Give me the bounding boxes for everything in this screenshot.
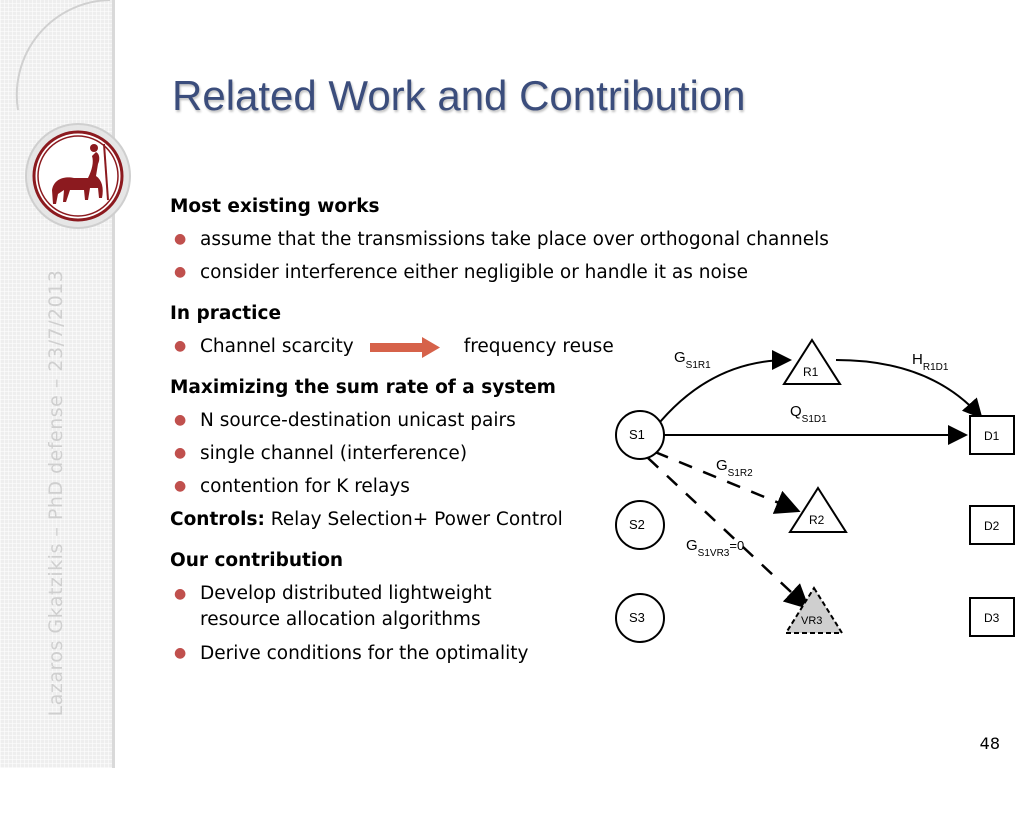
list-item: ●contention for K relays: [170, 470, 640, 503]
edge-r1-d1: [835, 359, 983, 419]
gain-label-s1r2: GS1R2: [716, 457, 753, 479]
source-node: [615, 593, 665, 643]
list-item: ●consider interference either negligible…: [170, 256, 748, 289]
bullet-icon: ●: [174, 586, 187, 602]
relay-label: VR3: [801, 615, 822, 627]
destination-label: D2: [984, 519, 1000, 533]
list-item: ●assume that the transmissions take plac…: [170, 223, 829, 256]
gain-label-s1d1: QS1D1: [790, 403, 827, 425]
contribution-heading: Our contribution: [170, 550, 344, 571]
destination-label: D3: [984, 611, 1000, 625]
university-logo: [25, 123, 131, 229]
list-item: ●Derive conditions for the optimality: [170, 637, 640, 670]
list-item: ●single channel (interference): [170, 437, 640, 470]
gain-label-s1r1: GS1R1: [674, 349, 711, 371]
bullet-icon: ●: [174, 645, 187, 661]
bullet-icon: ●: [174, 264, 187, 280]
relay-label: R2: [809, 513, 825, 527]
list-item: ●N source-destination unicast pairs: [170, 404, 640, 437]
relay-label: R1: [803, 365, 819, 379]
bullet-icon: ●: [174, 478, 187, 494]
relay-network-diagram: S1 S2 S3 R1 R2 VR3 D1 D2 D3 GS1R1 HR1D1 …: [615, 338, 1015, 643]
relay-node: [788, 486, 848, 533]
bullet-icon: ●: [174, 231, 187, 247]
bullet-icon: ●: [174, 338, 187, 354]
source-label: S2: [629, 517, 645, 532]
author-date-caption: Lazaros Gkatzikis – PhD defense – 23/7/2…: [45, 269, 67, 717]
page-number: 48: [979, 734, 1000, 753]
slide-content: Most existing works ●assume that the tra…: [170, 190, 829, 670]
destination-node: [969, 415, 1015, 455]
gain-label-r1d1: HR1D1: [912, 351, 949, 373]
maximizing-heading: Maximizing the sum rate of a system: [170, 377, 556, 398]
existing-heading: Most existing works: [170, 196, 380, 217]
slide-title: Related Work and Contribution: [172, 72, 746, 119]
source-node: [615, 500, 665, 550]
right-arrow-icon: [369, 337, 440, 358]
source-label: S1: [629, 427, 645, 442]
bullet-icon: ●: [174, 412, 187, 428]
source-label: S3: [629, 610, 645, 625]
destination-node: [969, 505, 1015, 545]
practice-heading: In practice: [170, 303, 282, 324]
destination-node: [969, 597, 1015, 637]
sidebar-divider: [112, 0, 115, 768]
source-node: [615, 410, 665, 460]
gain-label-s1vr3: GS1VR3=0: [686, 537, 744, 559]
edge-s1-vr3: [647, 457, 810, 610]
virtual-relay-node: [784, 586, 844, 634]
decorative-arc: [15, 0, 111, 111]
relay-node: [782, 338, 842, 385]
edge-s1-r1: [654, 350, 792, 429]
destination-label: D1: [984, 429, 1000, 443]
bullet-icon: ●: [174, 445, 187, 461]
controls-line: Controls: Relay Selection+ Power Control: [170, 509, 563, 530]
